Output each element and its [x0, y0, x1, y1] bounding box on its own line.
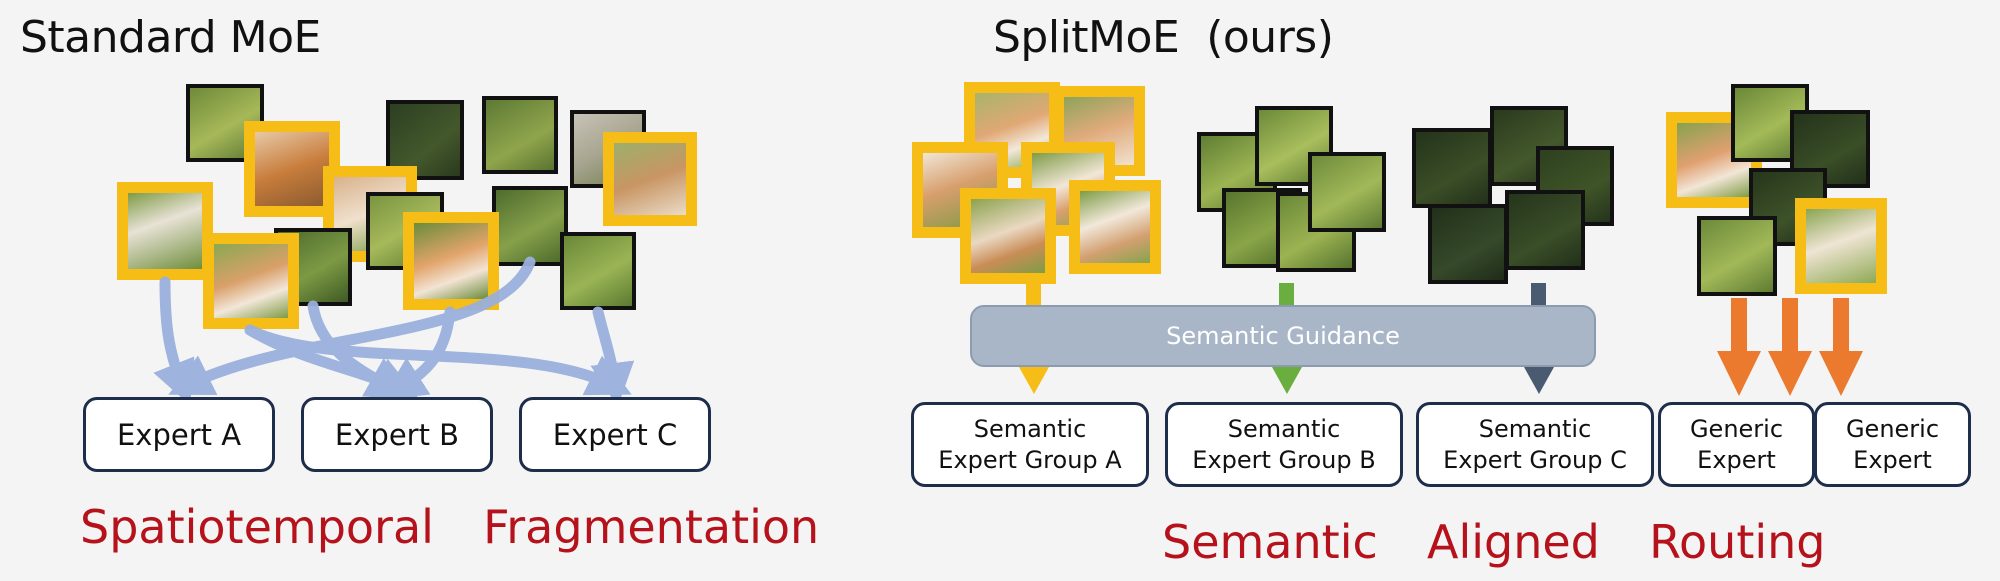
splitmoe-title: SplitMoE (ours): [993, 12, 1334, 63]
generic-expert-2: Generic Expert: [1814, 402, 1971, 487]
dog-patch: [1795, 198, 1887, 294]
dog-patch: [403, 212, 499, 310]
left-caption: Spatiotemporal Fragmentation: [80, 500, 820, 554]
semantic-expert-group-c: Semantic Expert Group C: [1416, 402, 1654, 487]
background-patch: [1428, 204, 1508, 284]
marker-a: [1019, 367, 1049, 394]
dog-patch: [603, 132, 697, 226]
marker-c: [1524, 367, 1554, 394]
standard-moe-title: Standard MoE: [20, 12, 321, 63]
semantic-expert-group-b: Semantic Expert Group B: [1165, 402, 1403, 487]
dog-patch: [203, 233, 299, 329]
background-patch: [1505, 190, 1585, 270]
connector-c: [1531, 283, 1546, 307]
dog-patch: [117, 182, 213, 280]
right-caption: Semantic Aligned Routing: [1162, 515, 1826, 569]
marker-b: [1272, 367, 1302, 394]
expert-b-box: Expert B: [301, 397, 493, 472]
connector-b: [1279, 283, 1294, 307]
expert-a-box: Expert A: [83, 397, 275, 472]
semantic-expert-group-a: Semantic Expert Group A: [911, 402, 1149, 487]
semantic-guidance-bar: Semantic Guidance: [970, 305, 1596, 367]
dog-patch: [960, 188, 1056, 284]
connector-a: [1026, 283, 1041, 307]
grass-patch: [482, 96, 558, 174]
expert-c-box: Expert C: [519, 397, 711, 472]
grass-patch: [1697, 216, 1777, 296]
dog-patch: [1069, 180, 1161, 274]
generic-expert-1: Generic Expert: [1658, 402, 1815, 487]
grass-patch: [1308, 152, 1386, 232]
generic-expert-arrows: [1717, 298, 1863, 396]
